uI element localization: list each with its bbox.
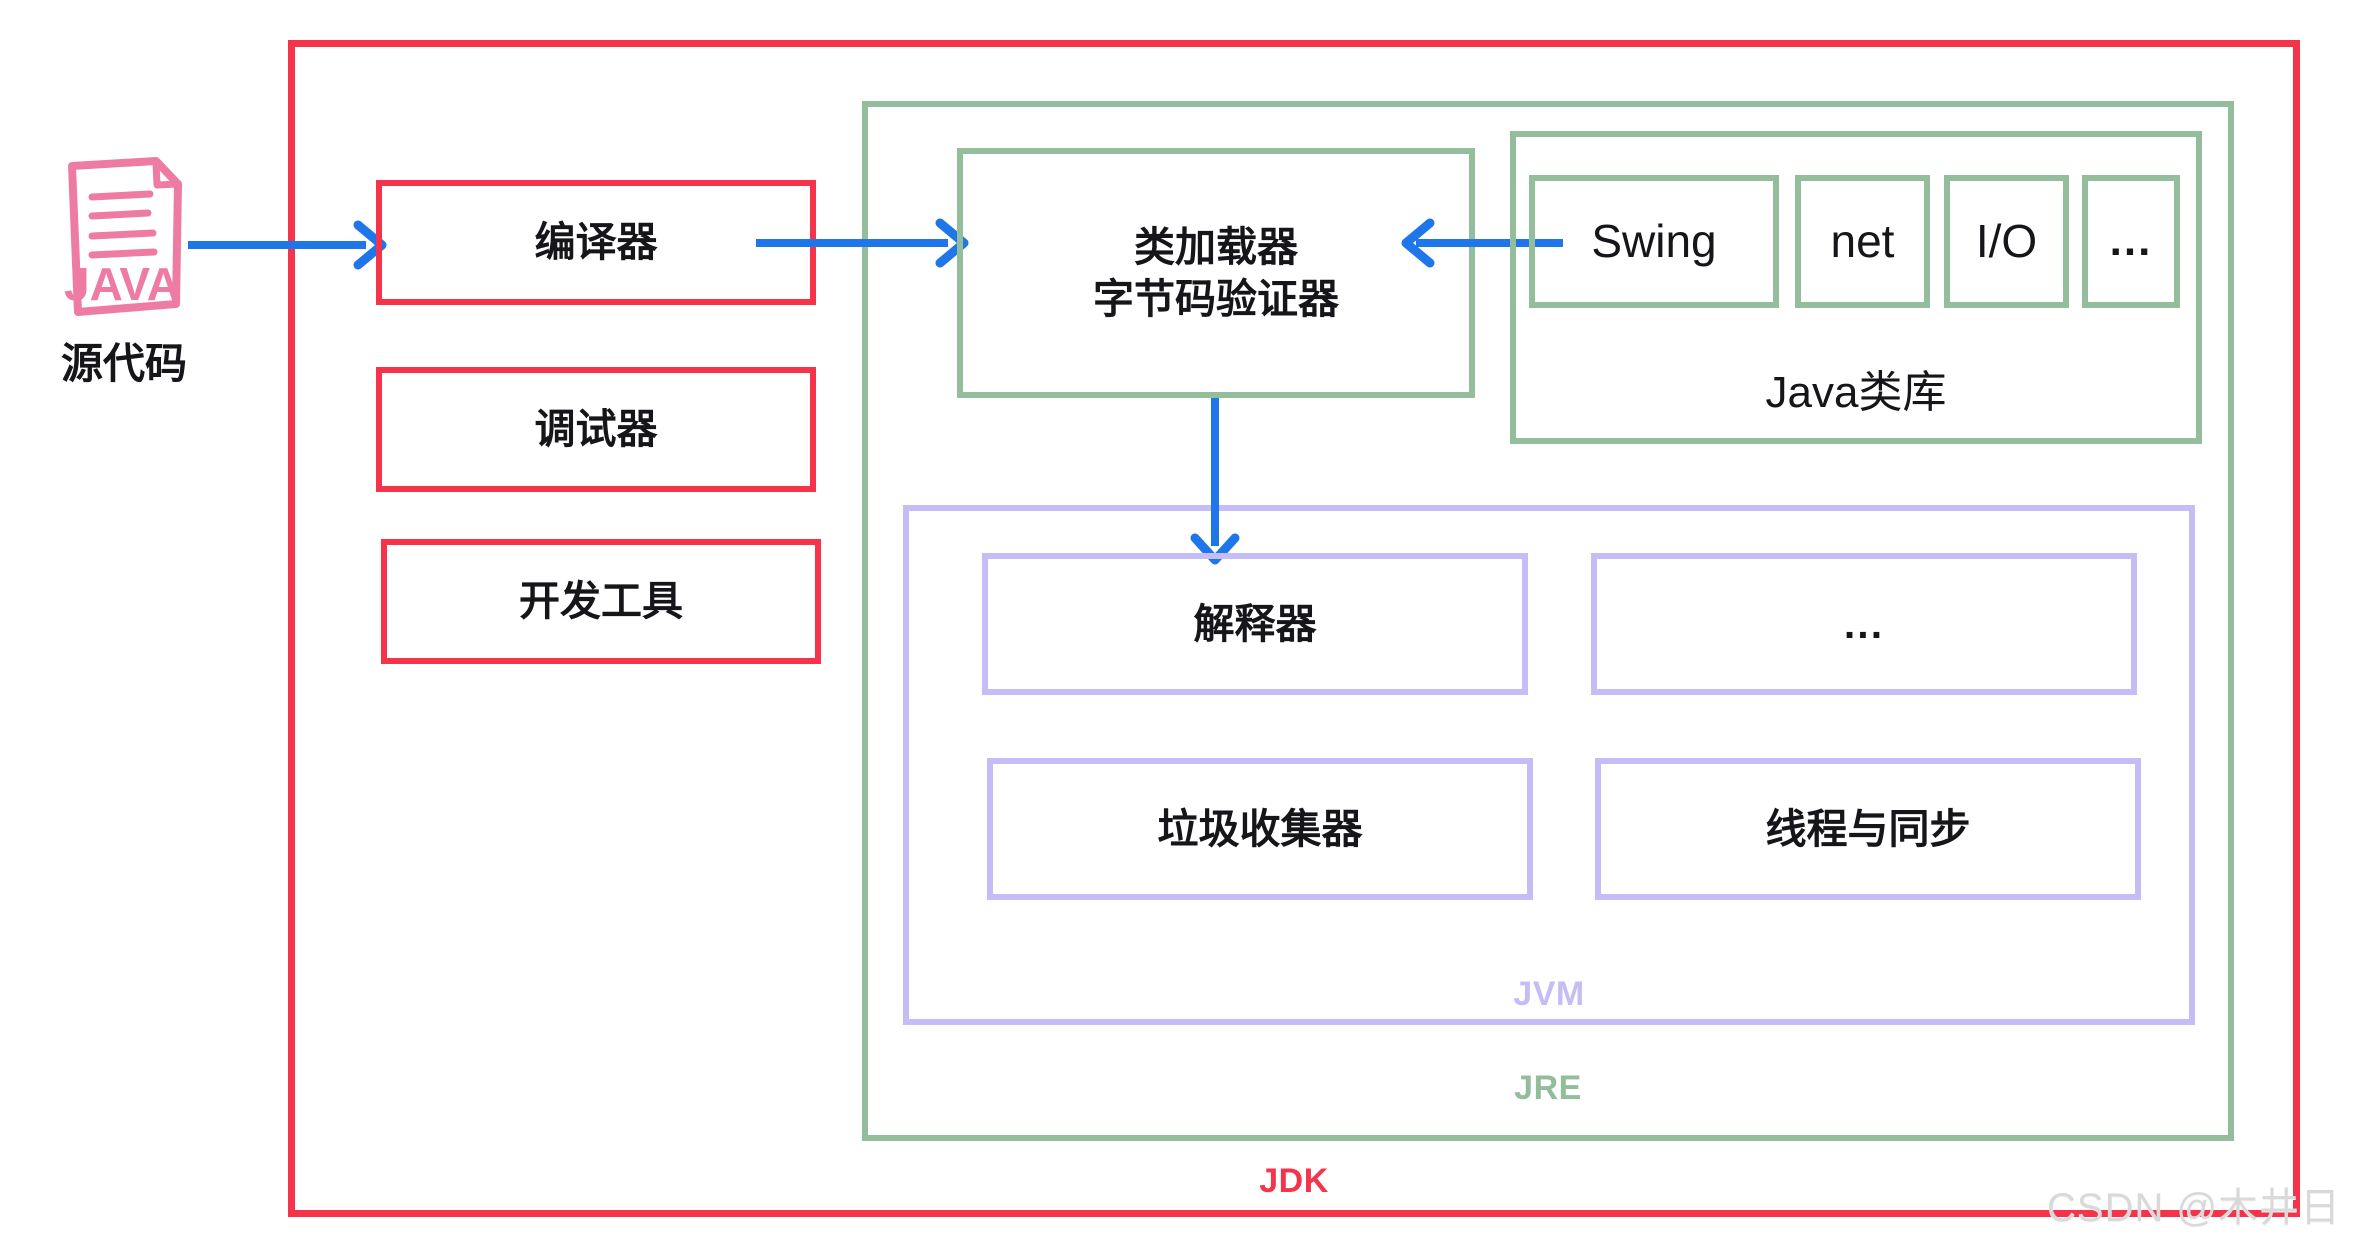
tool-box-devtools[interactable]: 开发工具 — [381, 539, 821, 664]
jvm-box-garbage-collector[interactable]: 垃圾收集器 — [987, 758, 1533, 900]
jvm-tag-label: JVM — [1513, 975, 1585, 1013]
tool-label-compiler: 编译器 — [534, 219, 658, 266]
tool-box-compiler[interactable]: 编译器 — [376, 180, 816, 305]
library-item-label-more: ... — [2109, 216, 2153, 266]
library-item-box-net[interactable]: net — [1795, 175, 1930, 308]
jvm-label-thread-sync: 线程与同步 — [1765, 805, 1971, 852]
library-item-label-io: I/O — [1975, 215, 2038, 268]
jvm-container — [903, 505, 2195, 1025]
jre-container — [862, 101, 2234, 1141]
classloader-line-1: 类加载器 — [1134, 223, 1298, 270]
tool-box-debugger[interactable]: 调试器 — [376, 367, 816, 492]
java-class-library-label: Java类库 — [1765, 368, 1947, 417]
source-code-caption: 源代码 — [60, 340, 187, 387]
library-item-box-swing[interactable]: Swing — [1529, 175, 1779, 308]
jvm-box-thread-sync[interactable]: 线程与同步 — [1595, 758, 2141, 900]
java-class-library-box — [1510, 131, 2202, 444]
classloader-label: 类加载器 字节码验证器 — [963, 154, 1469, 392]
library-item-box-more[interactable]: ... — [2082, 175, 2180, 308]
java-file-icon: JAVA — [58, 152, 188, 322]
java-icon-text: JAVA — [64, 258, 180, 310]
csdn-watermark: CSDN @木井日 — [2047, 1186, 2342, 1230]
jdk-container — [288, 40, 2300, 1217]
library-item-label-swing: Swing — [1591, 215, 1717, 268]
classloader-line-2: 字节码验证器 — [1093, 276, 1339, 322]
jvm-box-more[interactable]: ... — [1591, 553, 2137, 695]
jvm-box-interpreter[interactable]: 解释器 — [982, 553, 1528, 695]
jre-tag-label: JRE — [1514, 1069, 1582, 1107]
library-item-box-io[interactable]: I/O — [1944, 175, 2069, 308]
jvm-label-interpreter: 解释器 — [1193, 600, 1317, 647]
jdk-tag-label: JDK — [1259, 1162, 1329, 1200]
classloader-box[interactable]: 类加载器 字节码验证器 — [957, 148, 1475, 398]
tool-label-devtools: 开发工具 — [519, 578, 683, 625]
jvm-label-garbage-collector: 垃圾收集器 — [1157, 805, 1363, 852]
jvm-label-more: ... — [1843, 600, 1885, 647]
tool-label-debugger: 调试器 — [534, 406, 658, 453]
library-item-label-net: net — [1830, 215, 1895, 268]
